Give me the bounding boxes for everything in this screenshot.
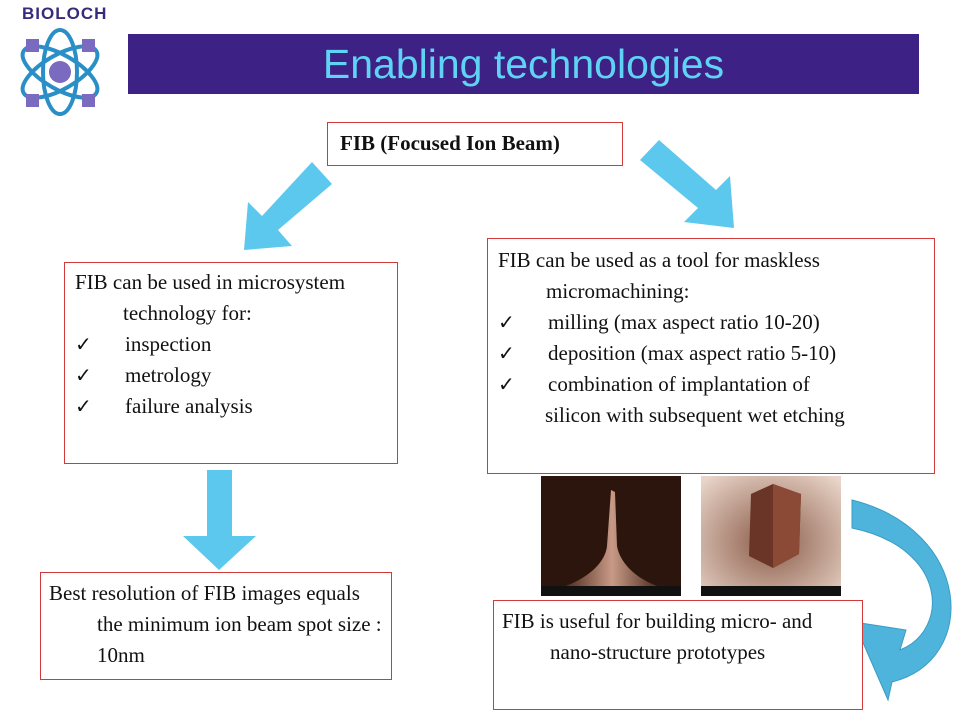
curved-arrow-icon — [851, 499, 952, 702]
sem-image-tip — [541, 476, 681, 596]
micromachining-box: FIB can be used as a tool for maskless m… — [487, 238, 935, 474]
list-item: ✓ deposition (max aspect ratio 5-10) — [498, 338, 926, 369]
list-item: ✓ failure analysis — [75, 391, 389, 422]
list-item: ✓ metrology — [75, 360, 389, 391]
title-bar — [128, 34, 919, 94]
arrow-down-icon — [183, 470, 256, 570]
arrow-down-right-icon — [640, 140, 734, 228]
checkmark-icon: ✓ — [498, 341, 515, 365]
checkmark-icon: ✓ — [75, 394, 92, 418]
microsystem-uses-box: FIB can be used in microsystem technolog… — [64, 262, 398, 464]
checkmark-icon: ✓ — [498, 310, 515, 334]
bioloch-logo-icon — [20, 28, 100, 116]
fib-heading-box: FIB (Focused Ion Beam) — [327, 122, 623, 166]
list-item: ✓ combination of implantation of — [498, 369, 926, 400]
microsystem-intro: FIB can be used in microsystem technolog… — [75, 270, 346, 325]
prototypes-text: FIB is useful for building micro- and na… — [502, 609, 813, 664]
list-item-label: metrology — [125, 363, 212, 387]
list-item-continuation: silicon with subsequent wet etching — [545, 403, 845, 427]
fib-heading-text: FIB (Focused Ion Beam) — [340, 131, 560, 155]
checkmark-icon: ✓ — [75, 363, 92, 387]
micromachining-intro: FIB can be used as a tool for maskless m… — [498, 248, 820, 303]
resolution-box: Best resolution of FIB images equals the… — [40, 572, 392, 680]
list-item-label: inspection — [125, 332, 212, 356]
logo-text: BIOLOCH — [22, 4, 108, 23]
arrow-down-left-icon — [244, 162, 332, 250]
list-item-label: deposition (max aspect ratio 5-10) — [548, 341, 837, 365]
list-item-label: combination of implantation of — [548, 372, 810, 396]
list-item-label: failure analysis — [125, 394, 253, 418]
list-item: ✓ inspection — [75, 329, 389, 360]
list-item-label: milling (max aspect ratio 10-20) — [548, 310, 820, 334]
list-item: ✓ milling (max aspect ratio 10-20) — [498, 307, 926, 338]
slide-title: Enabling technologies — [322, 41, 725, 87]
resolution-text: Best resolution of FIB images equals the… — [49, 581, 382, 667]
checkmark-icon: ✓ — [498, 372, 515, 396]
checkmark-icon: ✓ — [75, 332, 92, 356]
sem-image-pillar — [701, 476, 841, 596]
prototypes-box: FIB is useful for building micro- and na… — [493, 600, 863, 710]
